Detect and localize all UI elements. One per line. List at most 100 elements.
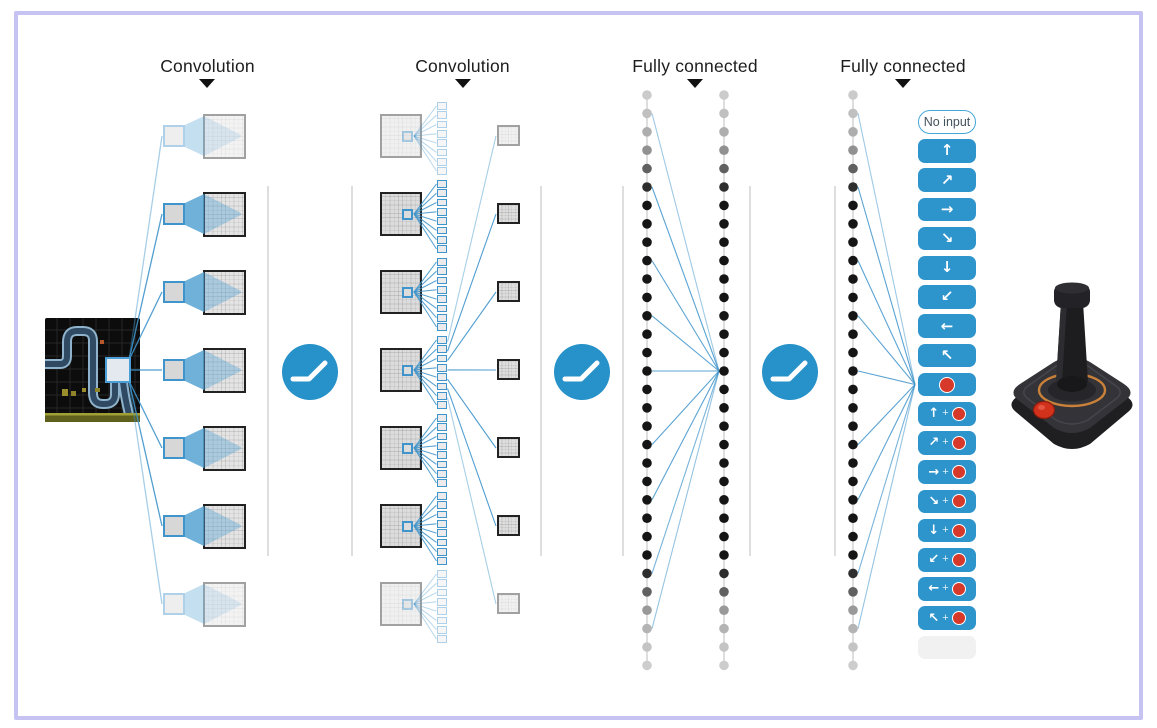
arrow-glyph-left: ← [940,316,954,335]
track-sprite [45,326,134,420]
down-triangle-icon [895,79,911,88]
conv2-kernel-stack-square [437,304,447,313]
stage-label-conv1: Convolution [160,56,255,76]
conv2-kernel-stack-square [437,167,447,175]
action-button-up[interactable]: ↑ [918,139,976,163]
plus-sign: + [942,553,949,566]
stage-label-conv2: Convolution [415,56,510,76]
arrow-glyph-right: → [940,199,954,218]
conv2-kernel-stack-square [437,529,447,537]
action-button-down-right-fire[interactable]: ↘+ [918,489,976,514]
action-button-down-fire[interactable]: ↓+ [918,518,976,543]
fire-dot-icon [951,552,966,567]
conv2-kernel-stack-square [437,354,447,363]
conv2-output-map [497,281,520,302]
purple-frame [14,11,1143,720]
conv2-kernel-stack-square [437,102,447,110]
arrow-glyph-up-right: ↗ [940,170,954,189]
conv2-kernel-stack-square [437,469,447,478]
action-button-ghost [918,635,976,660]
conv2-kernel-stack-square [437,588,447,597]
arrow-glyph-down-right: ↘ [940,229,954,248]
action-button-down-left[interactable]: ↙ [918,285,976,309]
action-button-up-right-fire[interactable]: ↗+ [918,431,976,455]
conv2-feature-map [380,426,422,470]
conv2-kernel-stack-square [437,235,447,244]
conv1-feature-map [203,114,246,159]
conv2-output-map [497,125,520,146]
joystick-shaft-highlight [1056,302,1067,382]
conv2-kernel-patch [402,130,413,142]
attention-patch [105,357,131,383]
conv2-feature-map [380,348,422,392]
conv2-kernel-stack-square [437,323,447,331]
conv2-kernel-patch [402,364,413,376]
conv2-kernel-stack-square [437,432,447,441]
action-button-left[interactable]: ← [918,314,976,338]
conv2-feature-map [380,504,422,548]
stage-label-fc2: Fully connected [840,56,966,76]
fire-dot-icon [939,376,955,393]
conv2-kernel-stack-square [437,510,447,519]
conv1-filter [163,203,185,225]
conv2-kernel-stack-square [437,345,447,354]
action-button-right-fire[interactable]: →+ [918,460,976,484]
arrow-glyph-up-left: ↖ [940,345,954,364]
conv2-kernel-patch [402,598,413,610]
conv2-kernel-stack-square [437,258,447,266]
plus-sign: + [942,436,949,449]
conv1-feature-map [203,426,246,471]
action-button-down[interactable]: ↓ [918,256,976,280]
conv2-kernel-stack-square [437,597,447,606]
conv2-output-map [497,359,520,380]
action-button-left-fire[interactable]: ←+ [918,577,976,601]
conv2-feature-map [380,270,422,314]
arrow-glyph-right-fire: → [928,464,940,480]
conv2-kernel-stack-square [437,285,447,294]
action-button-right[interactable]: → [918,197,976,222]
arrow-glyph-up: ↑ [940,141,954,160]
fire-dot-icon [951,494,966,509]
conv2-kernel-stack-square [437,607,447,615]
joystick-boot [1057,376,1087,392]
down-triangle-icon [687,79,703,88]
conv2-kernel-stack-square [437,479,447,487]
action-button-up-right[interactable]: ↗ [918,168,976,192]
conv2-kernel-stack-square [437,501,447,510]
conv2-kernel-stack-square [437,336,447,344]
conv2-kernel-stack-square [437,391,447,400]
ground-highlight [45,413,140,416]
arrow-glyph-down-right-fire: ↘ [928,493,940,509]
arrow-glyph-up-fire: ↑ [928,406,940,422]
game-sprites [62,340,104,396]
fire-dot-icon [951,611,966,626]
down-triangle-icon [455,79,471,88]
conv2-output-map [497,593,520,614]
arrow-glyph-down-fire: ↓ [928,523,940,539]
no-input-label: No input [923,114,971,129]
action-button-up-left[interactable]: ↖ [918,343,976,368]
fire-dot-icon [951,581,966,596]
conv2-kernel-stack-square [437,414,447,422]
action-button-fire[interactable] [918,372,976,397]
conv2-kernel-stack-square [437,226,447,235]
action-button-up-fire[interactable]: ↑+ [918,402,976,426]
action-button-down-left-fire[interactable]: ↙+ [918,548,976,572]
stage-label-fc1: Fully connected [632,56,758,76]
conv2-kernel-stack-square [437,313,447,322]
conv2-kernel-patch [402,208,413,220]
arrow-glyph-up-right-fire: ↗ [928,435,940,451]
conv2-feature-map [380,114,422,158]
conv1-filter [163,125,185,147]
conv1-filter [163,515,185,537]
action-button-up-left-fire[interactable]: ↖+ [918,606,976,630]
plus-sign: + [942,494,949,507]
atari-screen [45,318,140,422]
conv2-kernel-stack-square [437,401,447,409]
conv2-kernel-stack-square [437,267,447,276]
action-button-no-input[interactable]: No input [918,110,976,134]
action-button-down-right[interactable]: ↘ [918,226,976,251]
conv2-kernel-stack-square [437,538,447,547]
atari-joystick [1011,282,1133,449]
